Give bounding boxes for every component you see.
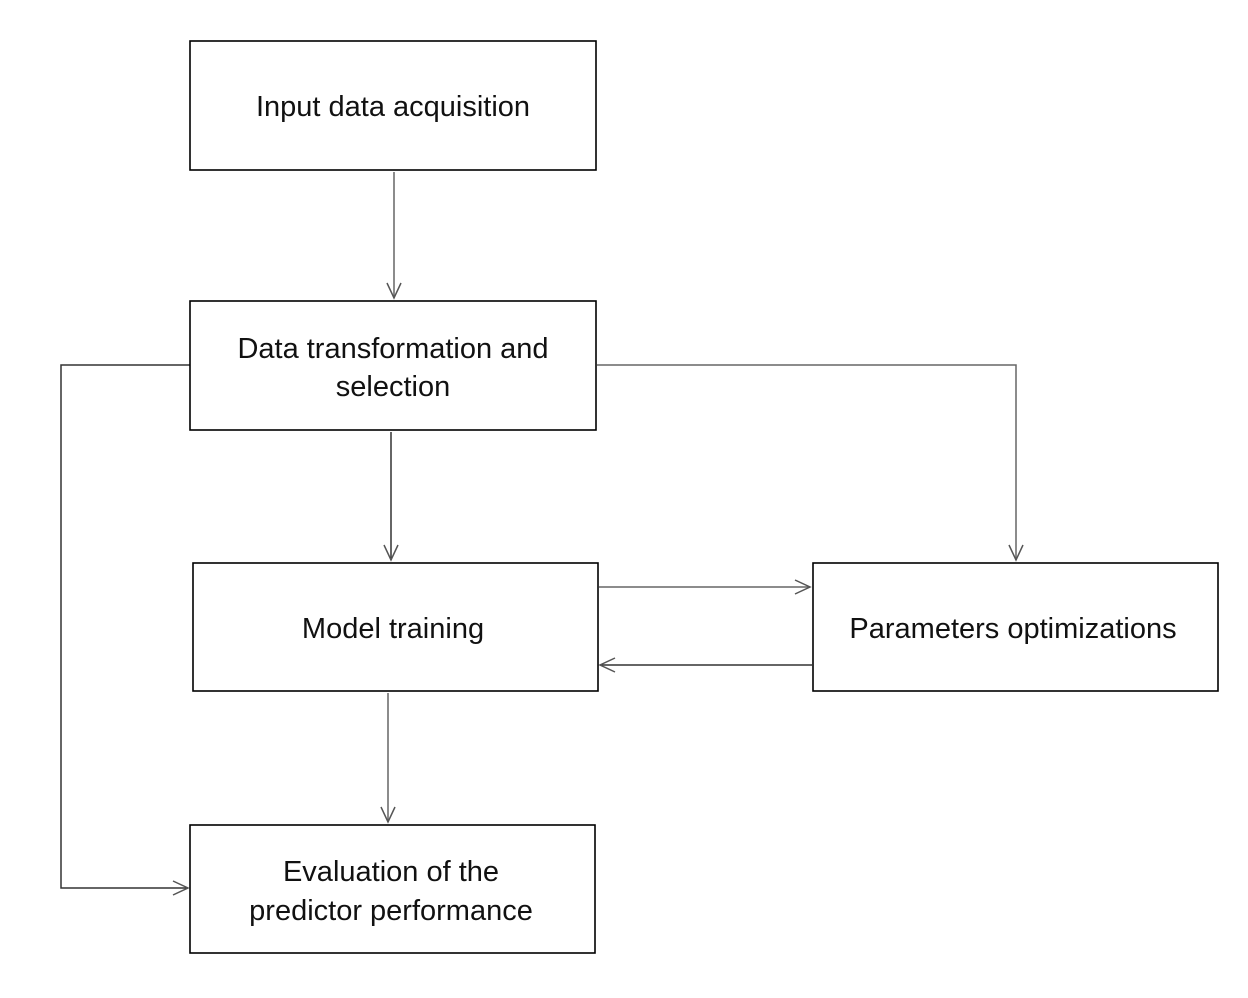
node-label-line: predictor performance (249, 895, 533, 927)
node-input-data-acquisition: Input data acquisition (189, 40, 597, 171)
node-label-line: Evaluation of the (283, 856, 499, 888)
node-box (812, 562, 1219, 692)
node-label-line: Input data acquisition (256, 91, 530, 123)
node-label-line: Parameters optimizations (849, 613, 1176, 645)
node-box (192, 562, 599, 692)
connectors (60, 172, 1024, 896)
node-label-line: Model training (302, 613, 484, 645)
node-model-training: Model training (192, 562, 599, 692)
edge-transform-to-evaluation (60, 364, 190, 896)
node-parameters-optimizations: Parameters optimizations (812, 562, 1219, 692)
node-label-line: Data transformation and (237, 333, 548, 365)
node-evaluation: Evaluation of the predictor performance (189, 824, 596, 954)
node-box (189, 824, 596, 954)
edge-transform-to-params (597, 364, 1024, 562)
node-box (189, 300, 597, 431)
node-label-line: selection (336, 371, 450, 403)
node-data-transformation: Data transformation and selection (189, 300, 597, 431)
node-box (189, 40, 597, 171)
